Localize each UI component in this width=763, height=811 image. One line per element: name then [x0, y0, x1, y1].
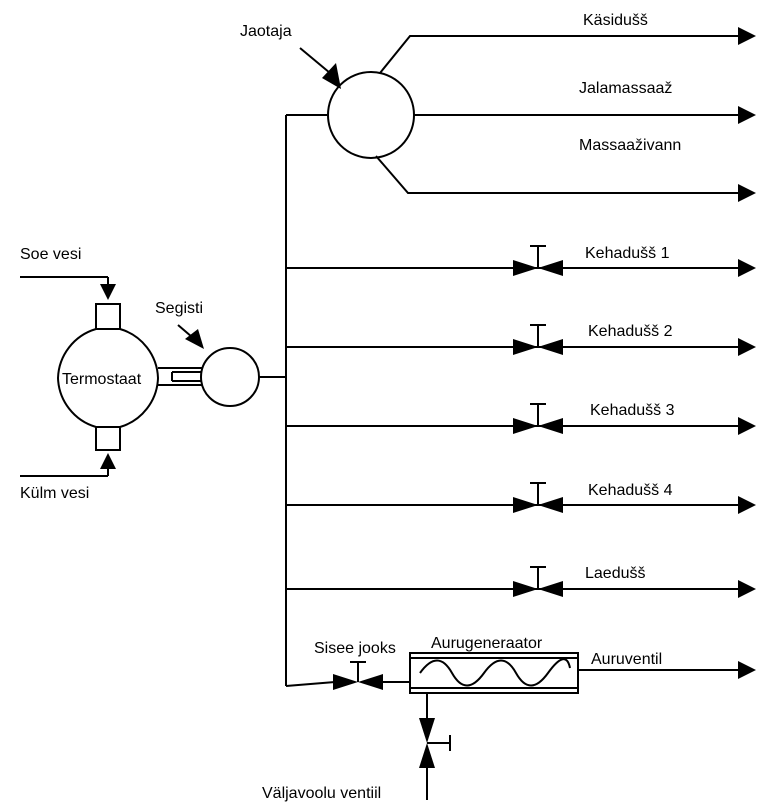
arrow-icon [738, 27, 756, 45]
distributor-pointer-arrow-icon [322, 63, 341, 89]
steam-branch: Sisee jooks Aurugeneraator Auruventil Vä… [262, 635, 756, 802]
valve-icon[interactable] [513, 566, 563, 597]
valve-icon[interactable] [513, 403, 563, 434]
thermostat-body [56, 303, 160, 451]
mixer-circle [200, 347, 260, 407]
outlet-label: Massaaživann [579, 137, 681, 154]
distributor-label: Jaotaja [240, 23, 292, 40]
arrow-icon [738, 580, 756, 598]
hot-water-label: Soe vesi [20, 246, 81, 263]
arrow-icon [738, 496, 756, 514]
branch-label: Kehadušš 1 [585, 245, 670, 262]
distributor-circle [327, 71, 415, 159]
valve-icon[interactable] [513, 324, 563, 355]
thermostat-mixer-connector [158, 367, 203, 386]
outlet-label: Käsidušš [583, 12, 648, 29]
outlet-massaazivann: Massaaživann [375, 137, 756, 202]
arrow-icon [738, 417, 756, 435]
valve-icon[interactable] [513, 245, 563, 276]
branch-laedush: Laedušš [286, 565, 756, 598]
drain-valve-label: Väljavoolu ventiil [262, 785, 381, 802]
mixer: Segisti [155, 300, 286, 407]
cold-water-inlet: Külm vesi [20, 453, 116, 502]
hot-water-inlet: Soe vesi [20, 246, 116, 300]
drain-valve-icon[interactable] [419, 718, 451, 768]
branch-label: Kehadušš 4 [588, 482, 673, 499]
outlet-label: Jalamassaaž [579, 80, 672, 97]
branch-kehadush-2: Kehadušš 2 [286, 323, 756, 356]
valve-icon[interactable] [513, 482, 563, 513]
mixer-label: Segisti [155, 300, 203, 317]
hot-water-arrow-icon [100, 284, 116, 300]
steam-generator-label: Aurugeneraator [431, 635, 543, 652]
mixer-pointer-arrow-icon [185, 329, 204, 349]
cold-water-arrow-icon [100, 453, 116, 469]
arrow-icon [738, 661, 756, 679]
steam-valve-label: Auruventil [591, 651, 662, 668]
inlet-valve-icon[interactable] [333, 661, 383, 690]
distributor: Jaotaja [240, 23, 415, 159]
arrow-icon [738, 106, 756, 124]
heating-coil-icon [419, 658, 571, 687]
branch-kehadush-4: Kehadušš 4 [286, 482, 756, 514]
branch-kehadush-3: Kehadušš 3 [286, 402, 756, 435]
branch-label: Laedušš [585, 565, 646, 582]
thermostat: Termostaat [56, 303, 160, 451]
branch-label: Kehadušš 3 [590, 402, 675, 419]
outlet-jalamassaaz: Jalamassaaž [414, 80, 756, 124]
arrow-icon [738, 184, 756, 202]
branch-label: Kehadušš 2 [588, 323, 673, 340]
thermostat-label: Termostaat [62, 371, 142, 388]
inlet-valve-label: Sisee jooks [314, 640, 396, 657]
arrow-icon [738, 259, 756, 277]
branch-kehadush-1: Kehadušš 1 [286, 245, 756, 277]
cold-water-label: Külm vesi [20, 485, 89, 502]
steam-generator [409, 652, 579, 694]
outlet-kasidush: Käsidušš [379, 12, 756, 74]
arrow-icon [738, 338, 756, 356]
